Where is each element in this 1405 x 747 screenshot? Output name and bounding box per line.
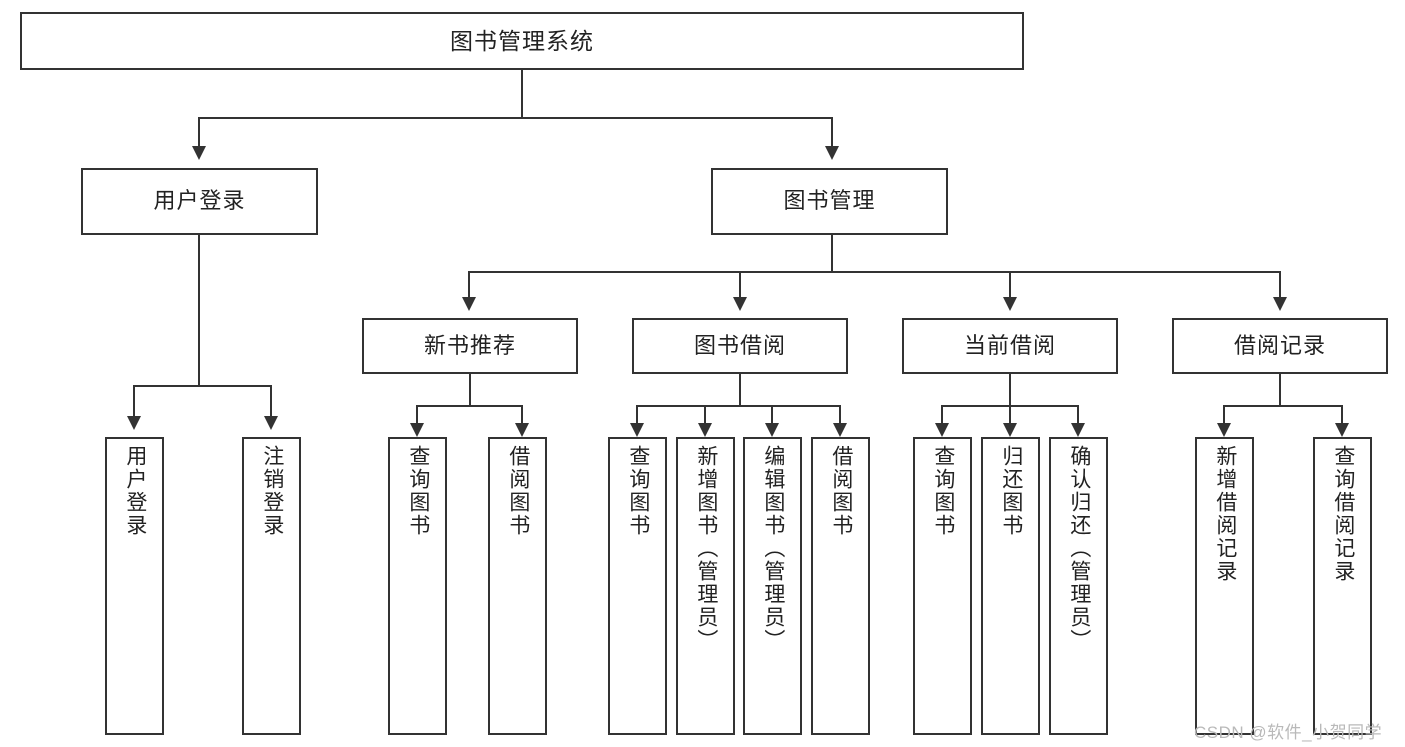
node-label: 新增图书（管理员） [694, 445, 718, 652]
connector-book-borrow-drop-4 [839, 405, 841, 424]
connector-book-borrow-drop-2 [704, 405, 706, 424]
arrow-borrow-record-1 [1217, 423, 1231, 437]
node-label: 新书推荐 [423, 332, 516, 358]
connector-level3-drop-3 [1009, 271, 1011, 298]
connector-current-borrow-stem [1009, 374, 1011, 405]
node-label: 用户登录 [153, 188, 246, 214]
node-borrow-record[interactable]: 借阅记录 [1172, 318, 1388, 374]
leaf-return-book[interactable]: 归还图书 [981, 437, 1040, 735]
arrow-level3-1 [462, 297, 476, 311]
node-label: 图书管理 [783, 188, 876, 214]
arrow-book-borrow-2 [698, 423, 712, 437]
arrow-user-login-1 [127, 416, 141, 430]
leaf-edit-book-admin[interactable]: 编辑图书（管理员） [743, 437, 802, 735]
node-root-system[interactable]: 图书管理系统 [20, 12, 1024, 70]
connector-current-borrow-drop-2 [1009, 405, 1011, 424]
leaf-add-book-admin[interactable]: 新增图书（管理员） [676, 437, 735, 735]
node-label: 编辑图书（管理员） [761, 445, 785, 652]
connector-level3-drop-2 [739, 271, 741, 298]
arrow-level2-left [192, 146, 206, 160]
arrow-book-borrow-1 [630, 423, 644, 437]
connector-level3-bar [468, 271, 1280, 273]
node-label: 新增借阅记录 [1213, 445, 1237, 583]
connector-book-mgmt-stem [831, 235, 833, 271]
arrow-new-book-1 [410, 423, 424, 437]
leaf-query-book-new[interactable]: 查询图书 [388, 437, 447, 735]
connector-root-stem [521, 70, 523, 117]
leaf-borrow-book-new[interactable]: 借阅图书 [488, 437, 547, 735]
connector-level2-drop-left [198, 117, 200, 147]
connector-level3-drop-1 [468, 271, 470, 298]
connector-user-login-stem [198, 235, 200, 385]
arrow-user-login-2 [264, 416, 278, 430]
connector-new-book-stem [469, 374, 471, 405]
arrow-borrow-record-2 [1335, 423, 1349, 437]
connector-user-login-bar [133, 385, 270, 387]
node-label: 查询借阅记录 [1331, 445, 1355, 583]
connector-book-borrow-drop-3 [771, 405, 773, 424]
arrow-level3-3 [1003, 297, 1017, 311]
node-label: 查询图书 [406, 445, 430, 537]
node-label: 确认归还（管理员） [1067, 445, 1091, 652]
node-book-borrow[interactable]: 图书借阅 [632, 318, 848, 374]
node-label: 归还图书 [999, 445, 1023, 537]
node-label: 查询图书 [626, 445, 650, 537]
leaf-borrow-book[interactable]: 借阅图书 [811, 437, 870, 735]
connector-new-book-drop-2 [521, 405, 523, 424]
arrow-level3-4 [1273, 297, 1287, 311]
arrow-current-borrow-2 [1003, 423, 1017, 437]
leaf-query-borrow-record[interactable]: 查询借阅记录 [1313, 437, 1372, 735]
leaf-logout[interactable]: 注销登录 [242, 437, 301, 735]
leaf-query-book-current[interactable]: 查询图书 [913, 437, 972, 735]
connector-level2-bar [198, 117, 833, 119]
node-user-login[interactable]: 用户登录 [81, 168, 318, 235]
node-label: 借阅图书 [506, 445, 530, 537]
connector-borrow-record-stem [1279, 374, 1281, 405]
leaf-user-login[interactable]: 用户登录 [105, 437, 164, 735]
arrow-level2-right [825, 146, 839, 160]
arrow-new-book-2 [515, 423, 529, 437]
node-label: 查询图书 [931, 445, 955, 537]
connector-borrow-record-drop-1 [1223, 405, 1225, 424]
arrow-book-borrow-4 [833, 423, 847, 437]
connector-borrow-record-bar [1223, 405, 1341, 407]
leaf-query-book-borrow[interactable]: 查询图书 [608, 437, 667, 735]
node-book-management[interactable]: 图书管理 [711, 168, 948, 235]
node-label: 注销登录 [260, 445, 284, 537]
leaf-confirm-return-admin[interactable]: 确认归还（管理员） [1049, 437, 1108, 735]
node-label: 当前借阅 [963, 332, 1056, 358]
csdn-watermark: CSDN @软件_小贺同学 [1194, 723, 1383, 742]
node-label: 图书借阅 [693, 332, 786, 358]
node-new-book-recommend[interactable]: 新书推荐 [362, 318, 578, 374]
arrow-current-borrow-3 [1071, 423, 1085, 437]
connector-user-login-drop-2 [270, 385, 272, 417]
arrow-level3-2 [733, 297, 747, 311]
arrow-current-borrow-1 [935, 423, 949, 437]
connector-book-borrow-bar [636, 405, 840, 407]
connector-new-book-drop-1 [416, 405, 418, 424]
connector-book-borrow-drop-1 [636, 405, 638, 424]
leaf-add-borrow-record[interactable]: 新增借阅记录 [1195, 437, 1254, 735]
arrow-book-borrow-3 [765, 423, 779, 437]
connector-book-borrow-stem [739, 374, 741, 405]
node-label: 借阅记录 [1233, 332, 1326, 358]
node-current-borrow[interactable]: 当前借阅 [902, 318, 1118, 374]
node-label: 图书管理系统 [450, 27, 594, 54]
connector-current-borrow-drop-1 [941, 405, 943, 424]
node-label: 用户登录 [123, 445, 147, 537]
connector-new-book-bar [416, 405, 523, 407]
connector-user-login-drop-1 [133, 385, 135, 417]
connector-current-borrow-drop-3 [1077, 405, 1079, 424]
node-label: 借阅图书 [829, 445, 853, 537]
connector-level3-drop-4 [1279, 271, 1281, 298]
connector-level2-drop-right [831, 117, 833, 147]
connector-borrow-record-drop-2 [1341, 405, 1343, 424]
